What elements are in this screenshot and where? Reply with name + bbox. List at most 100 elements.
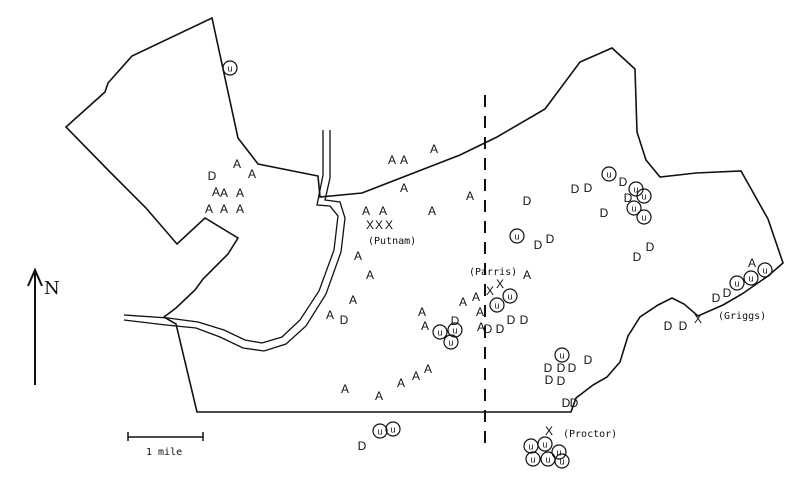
accuser-marker: A [418,305,426,319]
accused-marker: X [694,312,702,326]
accuser-marker: A [354,249,362,263]
defender-marker: D [557,361,566,375]
svg-text:u: u [437,327,442,337]
svg-text:u: u [545,454,550,464]
defender-marker: D [584,353,593,367]
accuser-marker: A [412,369,420,383]
accuser-marker: A [430,142,438,156]
svg-text:u: u [514,231,519,241]
accuser-marker: A [397,376,405,390]
accused-circle-marker: u [601,166,617,182]
accused-marker: X [375,218,383,232]
accuser-marker: A [236,186,244,200]
svg-text:u: u [762,265,767,275]
defender-marker: D [545,373,554,387]
accused-circle-marker: u [743,270,759,286]
svg-text:u: u [559,350,564,360]
defender-marker: D [484,322,493,336]
defender-marker: D [584,181,593,195]
svg-text:u: u [641,212,646,222]
defender-marker: D [557,374,566,388]
accused-circle-marker: u [509,228,525,244]
village-boundary [64,16,784,413]
accused-circle-marker: u [554,347,570,363]
accuser-marker: A [748,256,756,270]
accused-circle-marker: u [626,200,642,216]
defender-marker: D [679,319,688,333]
defender-marker: D [624,191,633,205]
accuser-marker: A [466,189,474,203]
defender-marker: D [523,194,532,208]
defender-marker: D [633,250,642,264]
accuser-marker: A [220,202,228,216]
accuser-marker: A [233,157,241,171]
north-label: N [44,278,60,299]
defender-marker: D [340,313,349,327]
accuser-marker: A [205,202,213,216]
svg-text:u: u [528,441,533,451]
accused-circle-marker: u [502,288,518,304]
defender-marker: D [570,396,579,410]
accuser-marker: A [523,268,531,282]
river-bank [123,130,346,352]
defender-marker: D [664,319,673,333]
accused-circle-marker: u [222,60,238,76]
accuser-marker: A [476,305,484,319]
accused-marker: X [385,218,393,232]
accused-marker: X [496,277,504,291]
accused-circle-marker: u [554,453,570,469]
accused-circle-marker: u [372,423,388,439]
defender-marker: D [619,175,628,189]
defender-marker: D [568,361,577,375]
accused-circle-marker: u [537,436,553,452]
defender-marker: D [520,313,529,327]
north-arrow [27,267,43,385]
accused-circle-marker: u [523,438,539,454]
accuser-marker: A [212,185,220,199]
accuser-marker: A [362,204,370,218]
accuser-marker: A [379,204,387,218]
accused-circle-marker: u [525,451,541,467]
accuser-marker: A [366,268,374,282]
defender-marker: D [208,169,217,183]
accuser-marker: A [477,320,485,334]
accused-circle-marker: u [432,324,448,340]
proctor-label: (Proctor) [563,429,617,440]
svg-text:u: u [530,454,535,464]
accused-circle-marker: u [447,322,463,338]
accuser-marker: A [421,319,429,333]
accuser-marker: A [326,308,334,322]
scale-label: 1 mile [146,447,182,458]
svg-text:u: u [606,169,611,179]
griggs-label: (Griggs) [718,311,766,322]
accuser-marker: A [400,181,408,195]
accused-marker: X [486,284,494,298]
defender-marker: D [646,240,655,254]
accused-circle-marker: u [540,451,556,467]
svg-text:u: u [631,203,636,213]
svg-text:u: u [641,191,646,201]
svg-text:u: u [633,184,638,194]
svg-text:u: u [748,273,753,283]
accused-circle-marker: u [385,421,401,437]
accused-circle-marker: u [636,188,652,204]
accuser-marker: A [472,290,480,304]
accused-circle-marker: u [757,262,773,278]
accuser-marker: A [388,153,396,167]
accuser-marker: A [248,167,256,181]
accuser-marker: A [428,204,436,218]
svg-text:u: u [227,63,232,73]
svg-text:u: u [448,337,453,347]
putnam-label: (Putnam) [368,236,416,247]
svg-text:u: u [377,426,382,436]
defender-marker: D [534,238,543,252]
accused-circle-marker: u [551,444,567,460]
accused-circle-marker: u [443,334,459,350]
svg-text:u: u [556,447,561,457]
svg-text:u: u [734,278,739,288]
defender-marker: D [544,361,553,375]
accuser-marker: A [341,382,349,396]
